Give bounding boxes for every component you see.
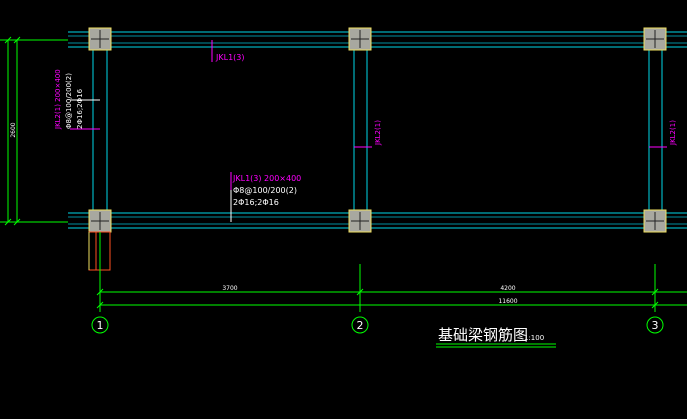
column-c2 [643, 209, 667, 233]
bottom-beam-annotation: JKL1(3) 200×400 Φ8@100/200(2) 2Φ16;2Φ16 [232, 174, 301, 207]
drawing-scale: 1:100 [524, 334, 544, 342]
column-c1 [643, 27, 667, 51]
bottom-beam-stirrups: Φ8@100/200(2) [233, 186, 297, 195]
annotation-leaders [70, 40, 667, 222]
bottom-beam-name: JKL1(3) 200×400 [232, 174, 301, 183]
beam-lines [68, 31, 687, 229]
mid-beam-label: JKL2(1) [374, 120, 382, 146]
dimension-vertical: 2600 [10, 122, 17, 137]
bottom-beam-bars: 2Φ16;2Φ16 [233, 198, 279, 207]
drawing-title: 基础梁钢筋图 [438, 326, 528, 344]
columns [88, 27, 667, 233]
white-leaders [70, 99, 232, 222]
column-b1 [348, 27, 372, 51]
left-beam-name: JKL2(1) 200×400 [54, 69, 62, 130]
axis-label-3: 3 [652, 319, 659, 332]
dimension-span-1: 3700 [222, 285, 237, 292]
left-beam-stirrups: Φ8@100/200(2) [65, 73, 73, 129]
column-a2 [88, 209, 112, 233]
dimension-lines [0, 36, 687, 348]
dimension-span-2: 4200 [500, 285, 515, 292]
left-beam-annotation: JKL2(1) 200×400 Φ8@100/200(2) 2Φ16;2Φ16 [54, 69, 84, 130]
column-b2 [348, 209, 372, 233]
axis-label-1: 1 [97, 319, 104, 332]
axis-bubble-1: 1 [91, 316, 109, 334]
column-a1 [88, 27, 112, 51]
dimension-total: 11600 [498, 298, 517, 305]
axis-bubble-2: 2 [351, 316, 369, 334]
axis-bubble-3: 3 [646, 316, 664, 334]
axis-label-2: 2 [357, 319, 364, 332]
top-beam-label: JKL1(3) [215, 53, 244, 62]
left-beam-bars: 2Φ16;2Φ16 [76, 88, 84, 129]
axis-bubbles: 1 2 3 [91, 316, 664, 334]
right-beam-label: JKL2(1) [669, 120, 677, 146]
beam-inner-lines [68, 35, 687, 225]
